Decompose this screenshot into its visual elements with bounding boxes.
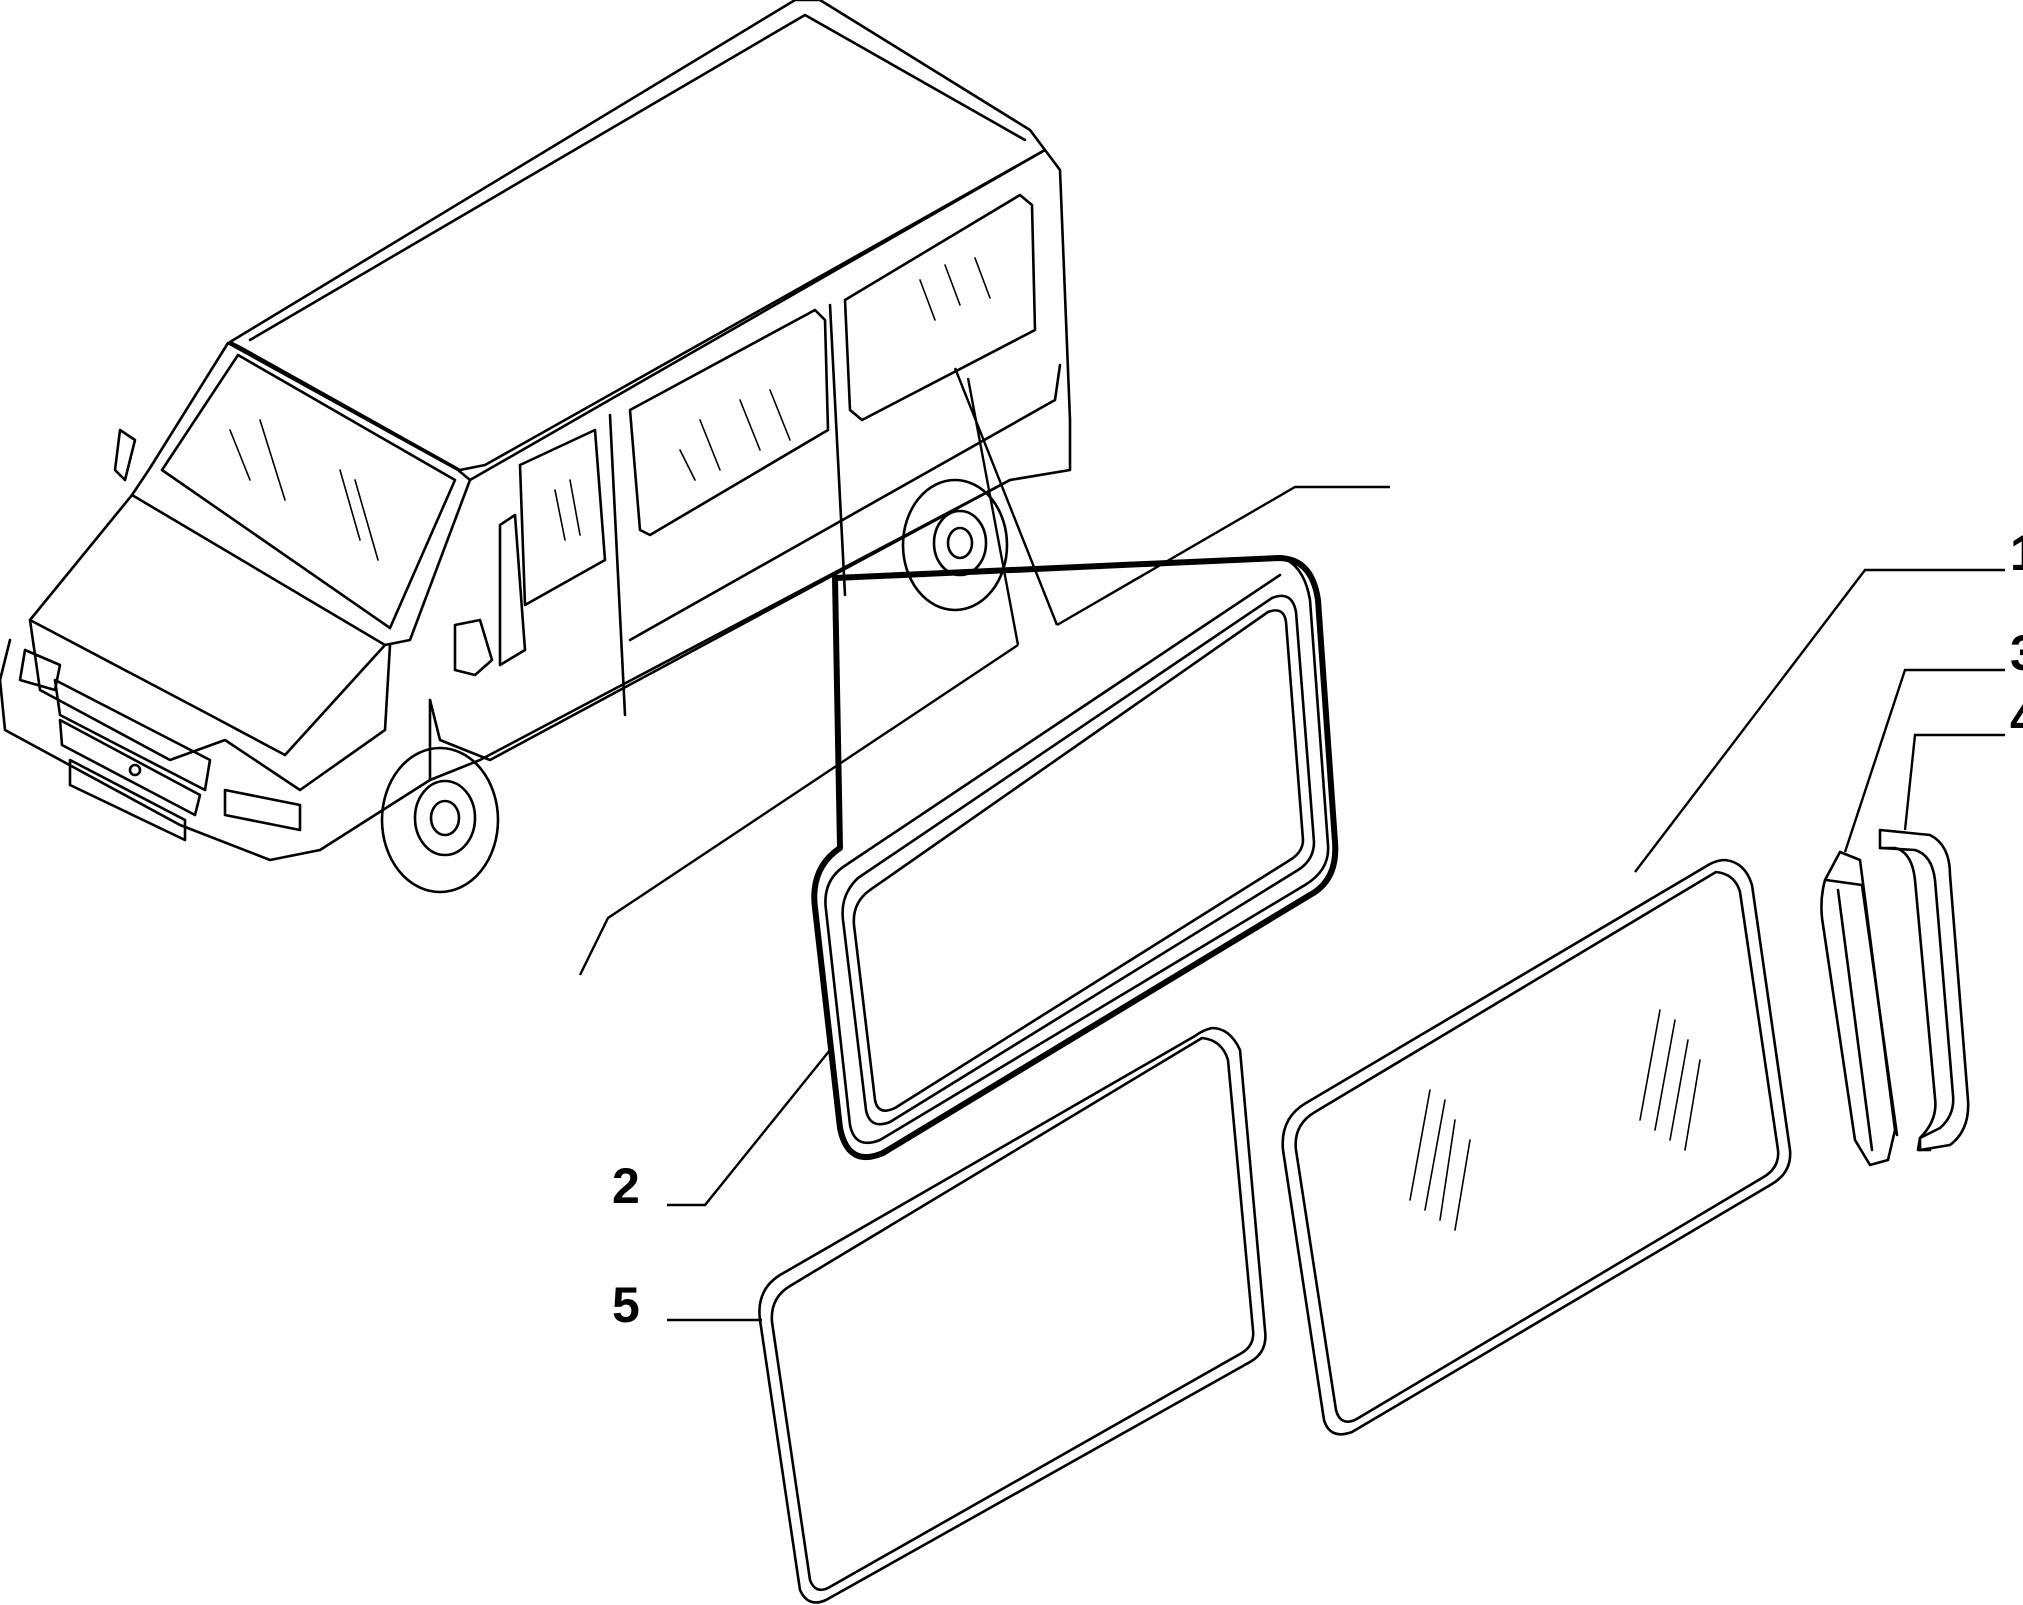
van-side-window-rear [843, 193, 1037, 422]
van-illustration [0, 0, 1390, 976]
callout-2: 2 [612, 1158, 640, 1214]
callout-1: 1 [2010, 525, 2023, 581]
side-window-glass [1281, 858, 1792, 1436]
plain-window-panel [758, 1026, 1267, 1604]
van-front-wheel [380, 746, 500, 894]
van-roof [228, 0, 1047, 472]
van-hood [28, 493, 387, 757]
trim-strip-outer [1878, 828, 1970, 1152]
van-body-side [428, 148, 1072, 782]
leader-4 [1903, 733, 2005, 831]
glass-hatching [229, 257, 991, 561]
leader-3 [1843, 668, 2005, 853]
trim-strip-inner [1820, 850, 1899, 1167]
window-seal-frame [811, 555, 1339, 1160]
callout-4: 4 [2010, 690, 2023, 746]
leader-2 [667, 1049, 831, 1207]
van-leader-lines [578, 367, 1390, 976]
van-side-window-middle [628, 308, 830, 537]
leader-1 [1634, 568, 2005, 873]
callout-3: 3 [2010, 625, 2023, 681]
glass-hatching [1409, 1009, 1701, 1231]
van-front [0, 638, 432, 862]
callout-5: 5 [612, 1277, 640, 1333]
van-windshield [130, 341, 472, 647]
van-mirror [453, 618, 494, 677]
